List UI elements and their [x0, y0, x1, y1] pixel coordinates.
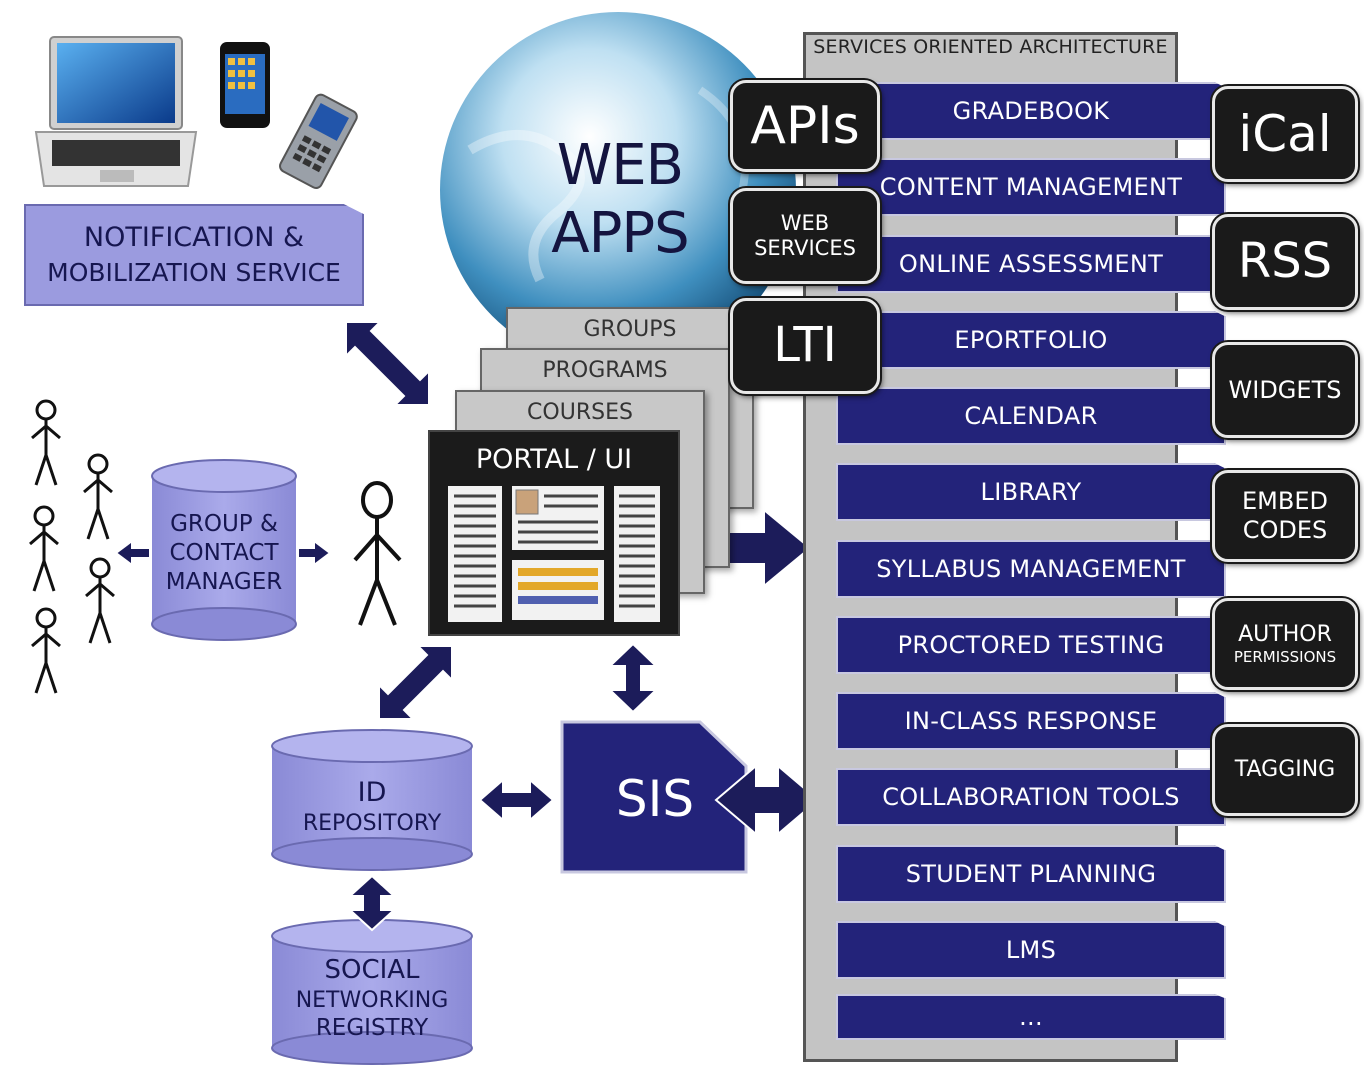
web-apps-label: WEB APPS	[540, 132, 700, 269]
social-registry-cylinder	[271, 919, 473, 1065]
author-permissions-line-2: PERMISSIONS	[1233, 648, 1337, 667]
service-eportfolio: EPORTFOLIO	[836, 311, 1226, 369]
service-label: GRADEBOOK	[952, 97, 1110, 125]
service-label: CONTENT MANAGEMENT	[879, 173, 1183, 201]
service-label: ...	[1019, 1003, 1043, 1031]
laptop-icon	[34, 36, 198, 187]
double-arrow-id-sis	[478, 777, 555, 823]
cellphone-icon	[279, 93, 358, 190]
notification-line-1: NOTIFICATION &	[83, 221, 305, 253]
double-arrow-portal-id	[378, 645, 453, 720]
soa-title: SERVICES ORIENTED ARCHITECTURE	[813, 36, 1168, 58]
id-repository-line-2: REPOSITORY	[302, 810, 442, 836]
widgets-tag-label: WIDGETS	[1228, 375, 1342, 404]
lti-tag: LTI	[730, 298, 880, 394]
service-label: COLLABORATION TOOLS	[882, 783, 1180, 811]
ical-tag-label: iCal	[1238, 105, 1332, 163]
courses-card-label: COURSES	[527, 400, 633, 425]
notification-service-box: NOTIFICATION & MOBILIZATION SERVICE	[24, 204, 364, 306]
group-manager-line-1: GROUP &	[170, 511, 278, 537]
groups-card-label: GROUPS	[583, 317, 677, 342]
programs-card-label: PROGRAMS	[542, 358, 668, 383]
web-services-line-1: WEB	[780, 210, 830, 235]
service-lms: LMS	[836, 921, 1226, 979]
service-calendar: CALENDAR	[836, 387, 1226, 445]
social-registry-line-3: REGISTRY	[315, 1015, 429, 1041]
notification-line-2: MOBILIZATION SERVICE	[47, 258, 341, 288]
service-proctored-testing: PROCTORED TESTING	[836, 616, 1226, 674]
portal-page-mockup-icon	[448, 486, 660, 622]
widgets-tag: WIDGETS	[1212, 342, 1358, 438]
service-student-planning: STUDENT PLANNING	[836, 845, 1226, 903]
group-contact-manager-cylinder	[151, 459, 297, 641]
apis-tag: APIs	[730, 80, 880, 172]
service-label: LMS	[1005, 936, 1057, 964]
double-arrow-id-social	[347, 874, 397, 932]
user-figure-icon	[353, 481, 402, 626]
service-label: IN-CLASS RESPONSE	[904, 707, 1158, 735]
embed-codes-tag: EMBED CODES	[1212, 470, 1358, 562]
web-services-tag: WEB SERVICES	[730, 188, 880, 284]
author-permissions-line-1: AUTHOR	[1238, 621, 1332, 647]
apis-tag-label: APIs	[750, 95, 860, 156]
service-label: STUDENT PLANNING	[905, 860, 1157, 888]
portal-ui-box: PORTAL / UI	[428, 430, 680, 636]
lti-tag-label: LTI	[773, 317, 837, 374]
service-gradebook: GRADEBOOK	[836, 82, 1226, 140]
service-library: LIBRARY	[836, 463, 1226, 521]
sis-label: SIS	[615, 770, 695, 828]
social-registry-line-1: SOCIAL	[324, 955, 420, 985]
service-label: PROCTORED TESTING	[897, 631, 1165, 659]
people-group-icon	[29, 399, 115, 694]
smartphone-icon	[220, 42, 270, 128]
service-syllabus-management: SYLLABUS MANAGEMENT	[836, 540, 1226, 598]
ical-tag: iCal	[1212, 86, 1358, 182]
service-label: CALENDAR	[964, 402, 1098, 430]
web-apps-line-1: WEB	[556, 133, 684, 198]
arrow-to-people	[114, 539, 151, 567]
service-label: EPORTFOLIO	[954, 326, 1108, 354]
id-repository-label: ID REPOSITORY	[272, 776, 472, 837]
group-contact-manager-label: GROUP & CONTACT MANAGER	[152, 510, 296, 596]
service-more: ...	[836, 994, 1226, 1040]
tagging-tag: TAGGING	[1212, 724, 1358, 816]
id-repository-line-1: ID	[357, 777, 387, 808]
service-in-class-response: IN-CLASS RESPONSE	[836, 692, 1226, 750]
id-repository-cylinder	[271, 729, 473, 871]
portal-ui-title: PORTAL / UI	[475, 444, 633, 475]
rss-tag: RSS	[1212, 214, 1358, 310]
double-arrow-portal-sis	[607, 642, 659, 714]
double-arrow-notification-portal	[345, 321, 430, 406]
embed-codes-line-2: CODES	[1242, 516, 1328, 544]
web-services-line-2: SERVICES	[754, 236, 856, 260]
arrow-to-user	[297, 539, 332, 567]
service-label: LIBRARY	[980, 478, 1082, 506]
social-registry-line-2: NETWORKING	[295, 987, 449, 1013]
web-apps-line-2: APPS	[551, 201, 689, 267]
group-manager-line-2: CONTACT	[169, 539, 279, 566]
embed-codes-line-1: EMBED	[1242, 487, 1328, 516]
service-online-assessment: ONLINE ASSESSMENT	[836, 235, 1226, 293]
social-registry-label: SOCIAL NETWORKING REGISTRY	[272, 954, 472, 1043]
group-manager-line-3: MANAGER	[165, 568, 283, 595]
tagging-tag-label: TAGGING	[1234, 756, 1336, 782]
service-collaboration-tools: COLLABORATION TOOLS	[836, 768, 1226, 826]
author-permissions-tag: AUTHOR PERMISSIONS	[1212, 598, 1358, 690]
rss-tag-label: RSS	[1237, 233, 1333, 290]
service-label: ONLINE ASSESSMENT	[898, 250, 1164, 278]
service-label: SYLLABUS MANAGEMENT	[876, 555, 1186, 583]
service-content-management: CONTENT MANAGEMENT	[836, 158, 1226, 216]
